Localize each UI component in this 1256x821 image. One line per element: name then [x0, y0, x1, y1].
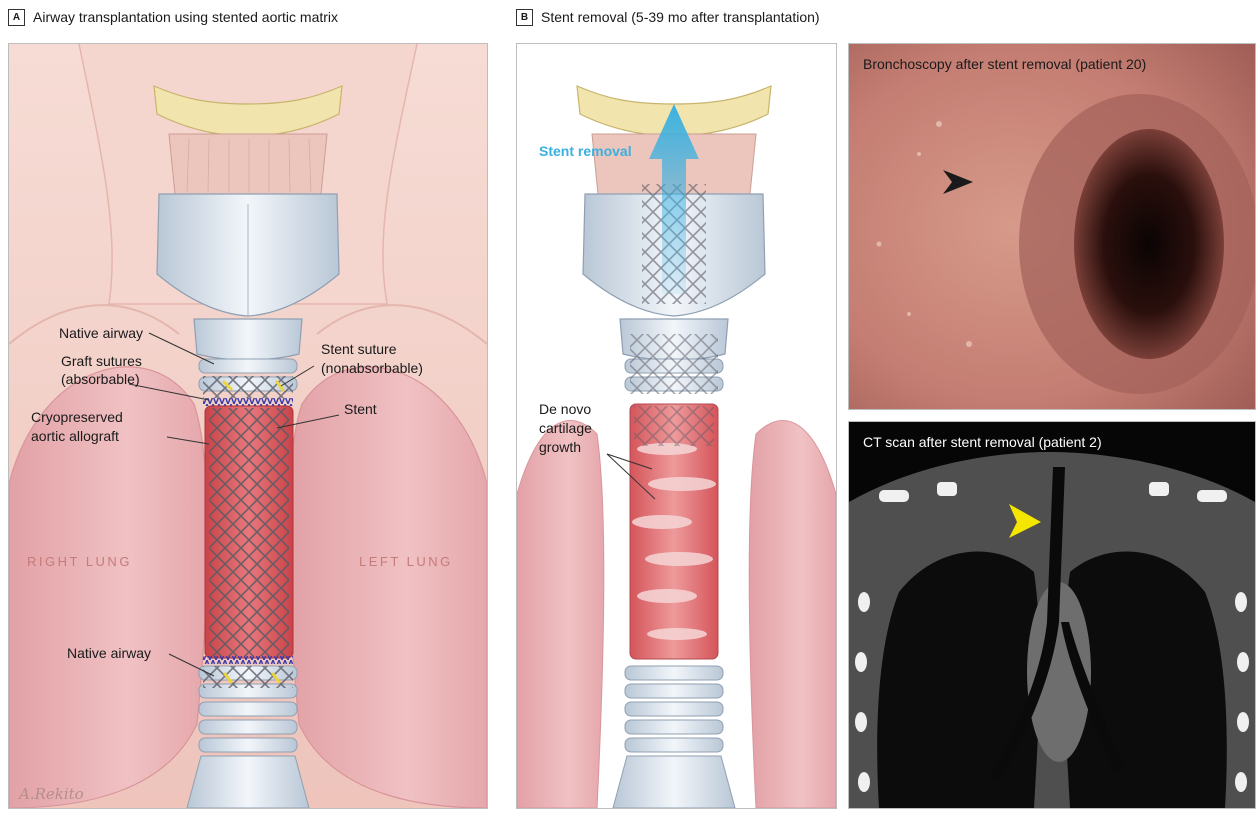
label-native-airway-bottom: Native airway — [67, 645, 151, 661]
label-cryo-2: aortic allograft — [31, 428, 119, 444]
stent-mesh — [209, 408, 289, 656]
bronchoscopy-caption: Bronchoscopy after stent removal (patien… — [863, 56, 1146, 72]
bronchoscopy-view — [849, 44, 1255, 409]
panel-b-title: Stent removal (5-39 mo after transplanta… — [541, 9, 820, 25]
label-right-lung: RIGHT LUNG — [27, 554, 132, 569]
panel-a-badge: A — [8, 9, 25, 26]
panel-b-illustration: Stent removal De novo cartilage growth — [516, 43, 837, 809]
label-denovo-3: growth — [539, 439, 581, 455]
panel-a-illustration: Native airway Graft sutures (absorbable)… — [8, 43, 488, 809]
label-native-airway-top: Native airway — [59, 325, 143, 341]
label-stent-suture-2: (nonabsorbable) — [321, 360, 423, 376]
airway-illustration-b: Stent removal De novo cartilage growth — [517, 44, 836, 808]
label-stent-removal: Stent removal — [539, 143, 632, 159]
artist-signature: A.Rekito — [17, 785, 84, 803]
airway-illustration-a: Native airway Graft sutures (absorbable)… — [9, 44, 487, 808]
label-graft-sutures-2: (absorbable) — [61, 371, 140, 387]
panel-b-header: B Stent removal (5-39 mo after transplan… — [516, 6, 820, 28]
label-stent-suture-1: Stent suture — [321, 341, 397, 357]
panel-b-badge: B — [516, 9, 533, 26]
label-denovo-1: De novo — [539, 401, 591, 417]
label-cryo-1: Cryopreserved — [31, 409, 123, 425]
ct-caption: CT scan after stent removal (patient 2) — [863, 434, 1102, 450]
bronchoscopy-image: Bronchoscopy after stent removal (patien… — [848, 43, 1256, 410]
label-left-lung: LEFT LUNG — [359, 554, 453, 569]
ct-scan-view — [849, 422, 1255, 808]
left-lung — [288, 367, 487, 808]
ct-scan-image: CT scan after stent removal (patient 2) — [848, 421, 1256, 809]
label-graft-sutures-1: Graft sutures — [61, 353, 142, 369]
panel-a-title: Airway transplantation using stented aor… — [33, 9, 338, 25]
label-denovo-2: cartilage — [539, 420, 592, 436]
panel-a-header: A Airway transplantation using stented a… — [8, 6, 338, 28]
label-stent: Stent — [344, 401, 377, 417]
